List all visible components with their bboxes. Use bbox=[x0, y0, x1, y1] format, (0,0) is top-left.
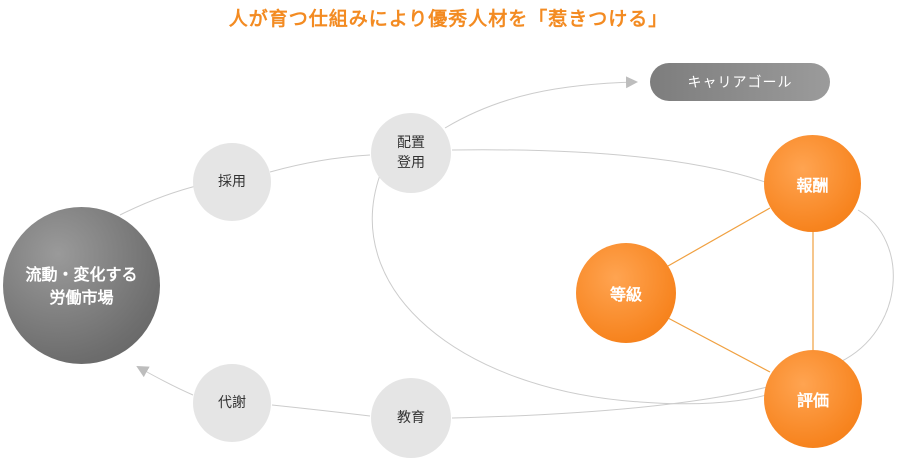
recruit-node: 採用 bbox=[193, 143, 271, 221]
turnover-label: 代謝 bbox=[218, 395, 246, 411]
career-goal-pill: キャリアゴール bbox=[650, 63, 830, 101]
career-goal-label: キャリアゴール bbox=[687, 75, 793, 91]
inner-loop-line bbox=[371, 174, 791, 405]
labor-market-label-line1: 流動・変化する bbox=[25, 264, 138, 284]
diagram-title: 人が育つ仕組みにより優秀人材を「惹きつける」 bbox=[228, 8, 669, 30]
compensation-node: 報酬 bbox=[764, 135, 861, 232]
education-turnover-line bbox=[271, 404, 371, 417]
evaluation-node: 評価 bbox=[764, 350, 862, 448]
grade-evaluation-line bbox=[667, 317, 771, 373]
placement-label-line1: 配置 bbox=[397, 135, 425, 151]
grade-label: 等級 bbox=[609, 285, 642, 304]
cycle-recruit-placement-line bbox=[269, 154, 371, 173]
placement-node: 配置 登用 bbox=[371, 113, 451, 193]
recruit-label: 採用 bbox=[218, 174, 246, 190]
education-label: 教育 bbox=[397, 410, 425, 426]
grade-node: 等級 bbox=[576, 243, 676, 343]
grade-compensation-line bbox=[667, 207, 771, 267]
turnover-node: 代謝 bbox=[193, 364, 271, 442]
education-node: 教育 bbox=[371, 378, 451, 458]
evaluation-label: 評価 bbox=[796, 391, 829, 410]
placement-label-line2: 登用 bbox=[397, 155, 425, 171]
compensation-label: 報酬 bbox=[796, 175, 829, 195]
labor-market-label-line2: 労働市場 bbox=[49, 287, 114, 307]
labor-market-node: 流動・変化する 労働市場 bbox=[3, 207, 160, 364]
placement-to-compensation-line bbox=[451, 149, 766, 183]
turnover-to-market-arrow bbox=[136, 366, 194, 396]
cycle-upper-line bbox=[119, 184, 201, 216]
placement-to-career-arrow bbox=[444, 76, 638, 129]
